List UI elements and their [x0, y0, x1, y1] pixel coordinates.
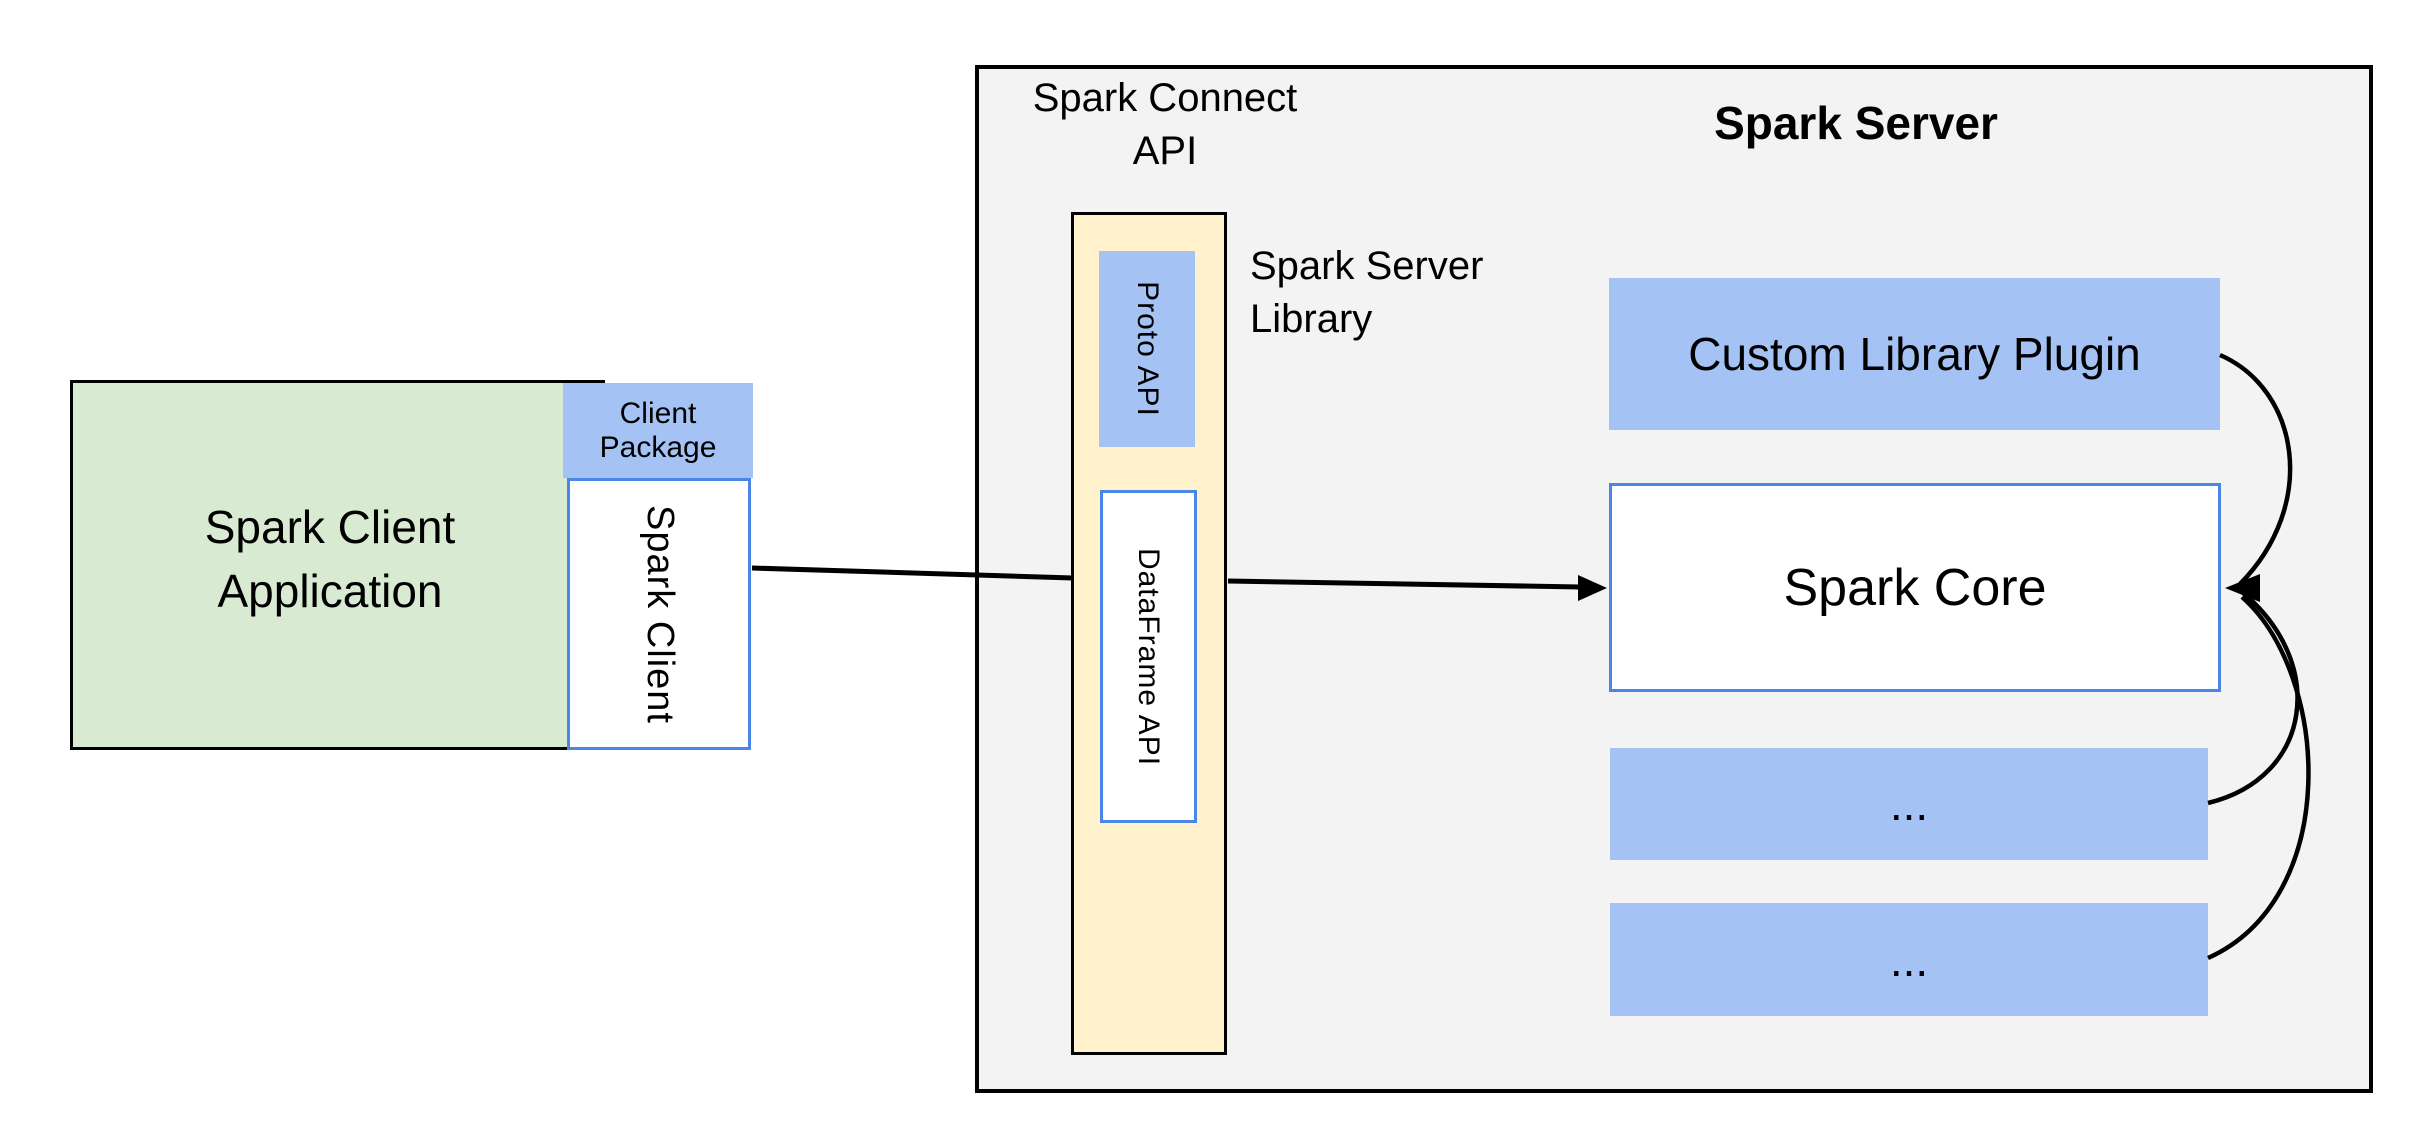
proto-api-label: Proto API [1131, 281, 1164, 417]
spark-server-library-label-line2: Library [1250, 297, 1373, 341]
spark-connect-api-title: Spark Connect API [975, 72, 1355, 178]
spark-client-label: Spark Client [638, 504, 681, 724]
client-package-box: Client Package [563, 383, 753, 478]
dataframe-api-label: DataFrame API [1132, 547, 1166, 766]
spark-connect-api-title-line1: Spark Connect [1032, 76, 1298, 120]
spark-client-application-label-line1: Spark Client [204, 501, 456, 553]
module-ellipsis-label-2: ... [1889, 933, 1929, 986]
custom-library-plugin-label: Custom Library Plugin [1688, 328, 2141, 380]
spark-client-application-label-line2: Application [217, 565, 443, 617]
spark-client-application-box [70, 380, 605, 750]
custom-library-plugin-box: Custom Library Plugin [1609, 278, 2220, 430]
spark-client-application-label: Spark Client Application [90, 495, 570, 623]
spark-server-library-label-line1: Spark Server [1250, 244, 1484, 288]
spark-connect-api-title-line2: API [1132, 129, 1198, 173]
spark-server-title: Spark Server [1714, 97, 1998, 149]
spark-core-label: Spark Core [1783, 558, 2047, 617]
module-ellipsis-box-1: ... [1610, 748, 2208, 860]
proto-api-box: Proto API [1099, 251, 1195, 447]
spark-server-library-label: Spark Server Library [1250, 240, 1590, 346]
spark-core-box: Spark Core [1609, 483, 2221, 692]
client-package-label-line2: Package [599, 430, 717, 464]
spark-client-box: Spark Client [567, 478, 751, 750]
module-ellipsis-box-2: ... [1610, 903, 2208, 1016]
module-ellipsis-label-1: ... [1889, 778, 1929, 830]
client-package-label-line1: Client [619, 396, 697, 430]
dataframe-api-box: DataFrame API [1100, 490, 1197, 823]
